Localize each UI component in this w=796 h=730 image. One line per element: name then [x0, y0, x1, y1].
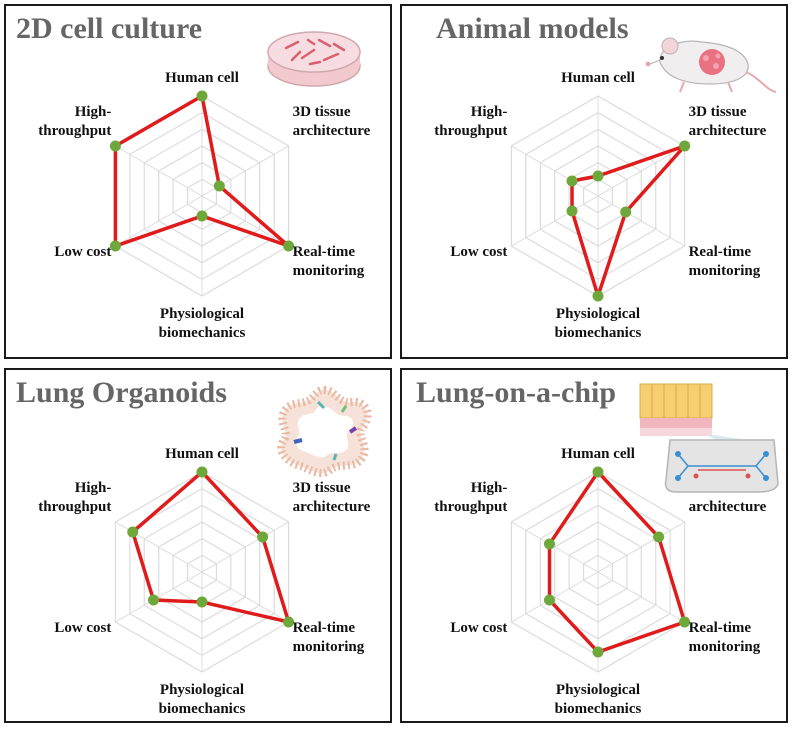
data-point [196, 466, 208, 478]
data-point [544, 538, 556, 550]
axis-label: Human cell [165, 446, 239, 462]
axis-spoke [597, 195, 685, 247]
data-point [196, 210, 208, 222]
axis-spoke [201, 521, 289, 573]
data-point [196, 90, 208, 102]
panel-title: Lung-on-a-chip [416, 376, 617, 409]
panel-title: Animal models [436, 12, 629, 45]
data-point [109, 240, 121, 252]
data-point [257, 531, 269, 543]
axis-spoke [115, 145, 203, 197]
axis-label: High-throughput [434, 480, 507, 515]
data-point [566, 175, 578, 187]
data-point [592, 290, 604, 302]
data-point [213, 180, 225, 192]
axis-label: Human cell [561, 446, 635, 462]
data-point [566, 205, 578, 217]
microfluidic-chip-icon [639, 383, 779, 493]
mouse-icon [645, 37, 777, 93]
data-point [196, 596, 208, 608]
data-point [679, 140, 691, 152]
axis-label: Human cell [561, 70, 635, 86]
petri-dish-icon [267, 31, 361, 87]
axis-label: Low cost [450, 620, 507, 636]
axis-label: High-throughput [38, 480, 111, 515]
axis-spoke [511, 521, 599, 573]
axis-spoke [511, 195, 599, 247]
axis-spoke [115, 195, 203, 247]
panel-title: 2D cell culture [16, 12, 203, 45]
axis-label: Human cell [165, 70, 239, 86]
data-point [148, 594, 160, 606]
organoid-icon [277, 385, 372, 478]
axis-spoke [597, 145, 685, 197]
data-point [592, 646, 604, 658]
axis-spoke [511, 571, 599, 623]
data-point [544, 594, 556, 606]
axis-spoke [201, 571, 289, 623]
data-point [592, 466, 604, 478]
axis-label: High-throughput [38, 104, 111, 139]
data-point [283, 616, 295, 628]
axis-spoke [511, 145, 599, 197]
axis-spoke [597, 521, 685, 573]
axis-label: Low cost [54, 244, 111, 260]
data-point [283, 240, 295, 252]
axis-label: High-throughput [434, 104, 507, 139]
data-point [620, 206, 632, 218]
axis-label: Low cost [54, 620, 111, 636]
panel-title: Lung Organoids [16, 376, 227, 409]
data-point [653, 531, 665, 543]
axis-spoke [115, 571, 203, 623]
axis-spoke [201, 195, 289, 247]
data-point [127, 526, 139, 538]
axis-label: Low cost [450, 244, 507, 260]
data-point [592, 170, 604, 182]
axis-spoke [597, 571, 685, 623]
data-point [679, 616, 691, 628]
data-point [109, 140, 121, 152]
